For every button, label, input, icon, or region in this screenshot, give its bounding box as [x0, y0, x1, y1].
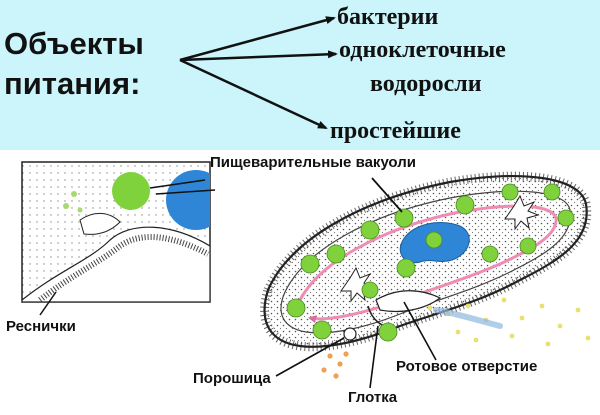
cilia-pointer	[39, 291, 57, 316]
digestive-vacuole	[501, 183, 519, 201]
food-item-bacteria: бактерии	[337, 4, 439, 30]
digestive-vacuole	[543, 183, 561, 201]
digestive-vacuole	[286, 298, 306, 318]
digestive-vacuole	[519, 237, 537, 255]
digestive-vacuole	[394, 208, 414, 228]
contractile-vacuole-front	[504, 194, 540, 231]
digestive-vacuole	[455, 195, 475, 215]
digestive-vacuole	[312, 320, 332, 340]
inset-vacuole	[112, 172, 150, 210]
label-digestive-vacuoles: Пищеварительные вакуоли	[210, 154, 416, 171]
expelled-particle	[343, 351, 349, 357]
header-title-line-2: питания:	[4, 66, 141, 101]
inset-food-particle	[71, 191, 77, 197]
vacuole-pointer	[155, 189, 216, 195]
inset-food-particle	[77, 207, 83, 213]
expelled-particle	[337, 361, 343, 367]
food-item-algae: водоросли	[370, 71, 482, 97]
digestive-vacuole	[300, 254, 320, 274]
food-particle	[585, 335, 591, 341]
food-particle	[455, 329, 461, 335]
label-cilia: Реснички	[6, 318, 76, 335]
digestive-vacuole	[360, 220, 380, 240]
cytoproct-pointer	[275, 337, 345, 377]
arrow-to-protozoa	[179, 58, 328, 130]
oral-opening-pointer	[403, 301, 437, 361]
digestive-vacuole	[378, 322, 398, 342]
vacuole-pointer	[371, 177, 403, 213]
expelled-particle	[333, 373, 339, 379]
inset-cilia	[38, 234, 210, 302]
header-title-line-1: Объекты	[4, 26, 144, 61]
arrow-to-algae	[179, 50, 338, 62]
food-particle	[519, 315, 525, 321]
inset-oral-groove	[22, 226, 210, 302]
water-current	[433, 307, 503, 329]
oral-opening	[375, 290, 442, 313]
inset-pharynx	[79, 213, 121, 235]
label-pharynx: Глотка	[348, 389, 398, 406]
label-cytoproct: Порошица	[193, 370, 271, 387]
food-particle	[545, 341, 551, 347]
inset-macronucleus	[166, 170, 210, 230]
header-arrows	[179, 16, 338, 130]
header-title: Объекты питания:	[4, 24, 144, 104]
food-particle	[465, 303, 471, 309]
food-particle	[473, 337, 479, 343]
header-banner: Объекты питания: бактерии одноклеточные …	[0, 0, 600, 150]
expelled-particle	[327, 353, 333, 359]
pharynx-pointer	[369, 325, 379, 389]
food-item-protozoa: простейшие	[330, 118, 461, 144]
digestive-vacuole	[557, 209, 575, 227]
food-particle	[509, 333, 515, 339]
digestive-vacuole	[326, 244, 346, 264]
inset-closeup	[21, 161, 211, 316]
food-particle	[575, 307, 581, 313]
inset-food-particle	[63, 203, 69, 209]
paramecium-diagram	[21, 161, 592, 389]
label-pointers	[149, 177, 437, 389]
paramecium-cell	[260, 171, 592, 352]
food-particle	[501, 297, 507, 303]
food-particle	[539, 303, 545, 309]
food-particles	[321, 297, 591, 379]
digestive-vacuole	[361, 281, 379, 299]
digestive-vacuoles	[286, 183, 575, 342]
cytoproct	[343, 327, 357, 341]
label-oral-opening: Ротовое отверстие	[396, 358, 538, 375]
food-particle	[427, 305, 433, 311]
food-item-unicellular: одноклеточные	[339, 37, 506, 63]
digestive-vacuole	[425, 231, 443, 249]
arrow-to-bacteria	[179, 16, 336, 62]
digestive-vacuole	[481, 245, 499, 263]
expelled-particle	[321, 367, 327, 373]
vacuole-pointer	[149, 179, 206, 189]
digestive-vacuole	[396, 258, 416, 278]
food-particle	[557, 323, 563, 329]
